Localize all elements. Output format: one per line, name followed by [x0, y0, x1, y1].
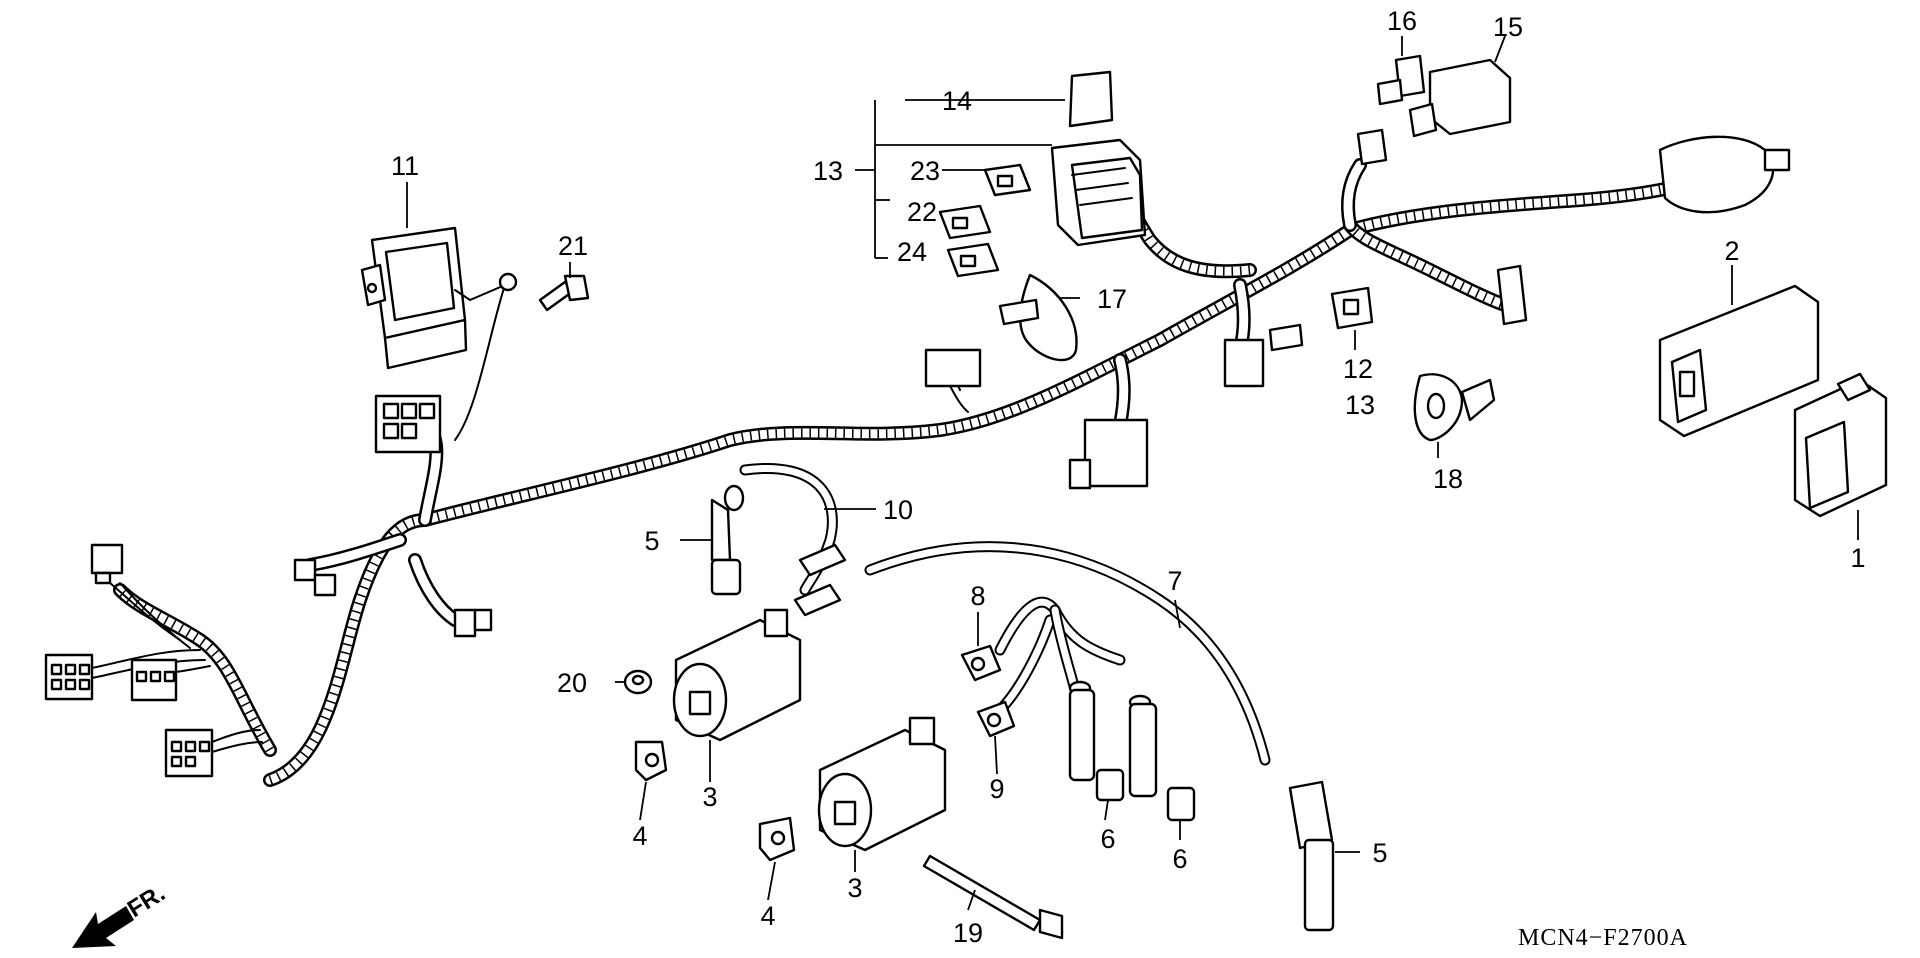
leader-lines	[406, 35, 1859, 911]
front-direction-arrow	[72, 906, 134, 948]
callout-15: 15	[1493, 12, 1523, 42]
callout-20: 20	[557, 668, 587, 698]
callout-2: 2	[1724, 236, 1739, 266]
part-8-cap	[960, 644, 1002, 682]
starter-relay	[1658, 135, 1791, 214]
connector-block-left	[374, 394, 442, 454]
part-11-control-unit	[360, 226, 518, 370]
part-15-relay	[1408, 58, 1512, 138]
part-13-switch-block	[1050, 138, 1147, 247]
callout-10: 10	[883, 495, 913, 525]
part-1-module-housing	[1793, 372, 1888, 518]
part-2-control-module	[1658, 284, 1820, 438]
relay-socket-upper	[1356, 128, 1388, 166]
callout-6-right: 6	[1172, 844, 1187, 874]
part-3-ignition-coil-upper	[672, 543, 847, 742]
part-18-holder	[1413, 373, 1496, 442]
callout-22: 22	[907, 197, 937, 227]
part-6-boot-left	[1068, 680, 1125, 802]
callout-16: 16	[1387, 6, 1417, 36]
callout-18: 18	[1433, 464, 1463, 494]
part-16-connector	[1376, 54, 1426, 106]
right-branch-connector	[1496, 264, 1528, 326]
left-connectors	[44, 543, 263, 778]
callout-13-left: 13	[813, 156, 843, 186]
callout-8: 8	[970, 581, 985, 611]
ignition-cables	[739, 463, 1271, 766]
callout-12: 12	[1343, 354, 1373, 384]
diagram-code: MCN4−F2700A	[1518, 925, 1688, 951]
part-22-clip	[938, 204, 992, 240]
part-4-clamp-lower	[758, 816, 796, 862]
side-connectors	[293, 558, 493, 638]
callout-19: 19	[953, 918, 983, 948]
part-6-boot-right	[1128, 694, 1196, 822]
part-21-bolt	[538, 274, 590, 312]
part-24-clip	[946, 242, 1000, 278]
callout-6-left: 6	[1100, 824, 1115, 854]
part-4-clamp-upper	[634, 740, 668, 782]
callout-21: 21	[558, 231, 588, 261]
callout-9: 9	[989, 774, 1004, 804]
callout-17: 17	[1097, 284, 1127, 314]
callout-13-right: 13	[1345, 390, 1375, 420]
part-5-plug-cap-upper	[710, 484, 745, 596]
part-12-relay	[1330, 286, 1374, 330]
callout-5-upper: 5	[644, 526, 659, 556]
part-9-cap	[976, 700, 1016, 738]
part-5-plug-cap-lower	[1288, 780, 1335, 932]
part-3-ignition-coil-lower	[817, 716, 947, 852]
callout-23: 23	[910, 156, 940, 186]
callout-3-upper: 3	[702, 782, 717, 812]
callout-4-upper: 4	[632, 821, 647, 851]
callout-1: 1	[1850, 543, 1865, 573]
callout-labels: 1 2 3 3 4 4 5 5 6 6 7 8 9 10 11 12 13 13…	[123, 6, 1866, 951]
part-14-cover	[1068, 70, 1114, 128]
callout-11: 11	[391, 151, 419, 181]
callout-24: 24	[897, 237, 927, 267]
callout-14: 14	[942, 86, 972, 116]
part-20-grommet	[623, 669, 653, 695]
part-23-clip	[983, 163, 1032, 197]
callout-5-lower: 5	[1372, 838, 1387, 868]
callout-7: 7	[1167, 566, 1182, 596]
part-19-bolt	[922, 854, 1064, 940]
callout-3-lower: 3	[847, 873, 862, 903]
callout-4-lower: 4	[760, 901, 775, 931]
part-17-band	[998, 273, 1078, 362]
mid-connectors	[924, 323, 1304, 490]
